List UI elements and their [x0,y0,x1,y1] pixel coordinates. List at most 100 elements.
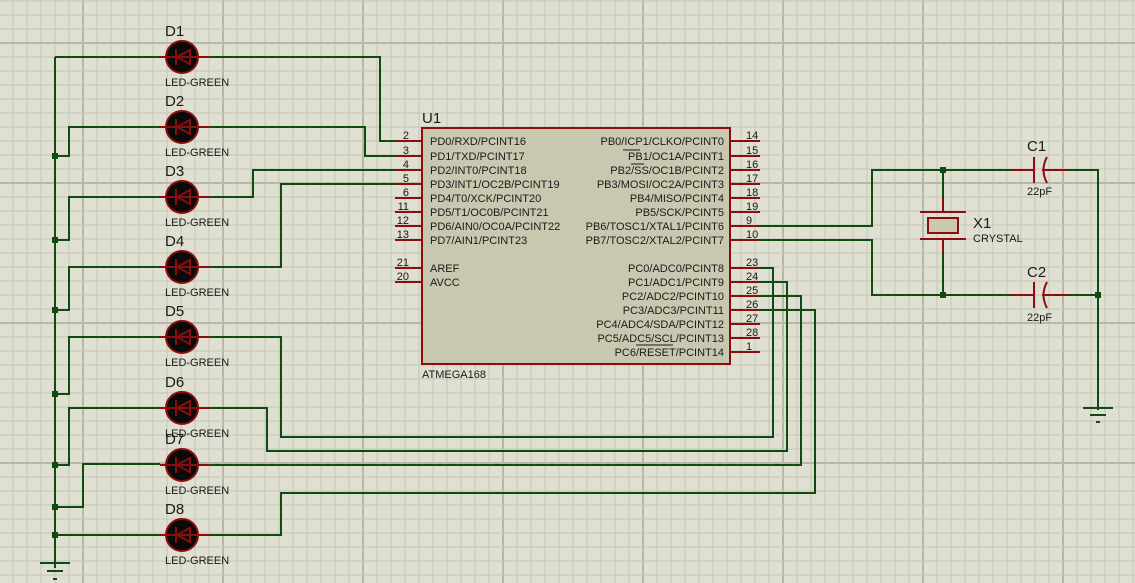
pin-name: PD7/AIN1/PCINT23 [430,235,527,247]
crystal-ref-label: X1 [973,215,991,232]
pin-name: PD5/T1/OC0B/PCINT21 [430,207,549,219]
crystal-x1[interactable]: X1 CRYSTAL [920,198,1023,254]
led-value-label: LED-GREEN [165,357,229,369]
pin-number: 12 [397,215,409,227]
pin-name: PB3/MOSI/OC2A/PCINT3 [597,179,724,191]
pin-number: 26 [746,299,758,311]
pin-number: 17 [746,173,758,185]
leds: D1LED-GREEND2LED-GREEND3LED-GREEND4LED-G… [160,23,229,567]
pin-name: AREF [430,263,460,275]
ground-symbol-left[interactable] [40,562,70,580]
crystal-value-label: CRYSTAL [973,233,1023,245]
wire-d8-pc3[interactable] [210,309,816,536]
led-ref-label: D5 [165,303,184,320]
pin-number: 1 [746,341,752,353]
junction-dot [52,153,58,159]
wire-d5-rail[interactable] [55,336,160,395]
led-ref-label: D2 [165,93,184,110]
wire-d3-rail[interactable] [55,196,160,241]
c1-ref-label: C1 [1027,138,1046,155]
led-value-label: LED-GREEN [165,147,229,159]
pin-number: 3 [403,145,409,157]
junction-dot [52,391,58,397]
wire-d6-pc1[interactable] [210,281,788,452]
diode-triangle-icon [174,118,191,136]
wire-d2-pd1[interactable] [210,126,395,157]
ground-symbol-right[interactable] [1083,407,1113,423]
pin-number: 15 [746,145,758,157]
wire-d4-pd3[interactable] [210,183,395,268]
capacitor-c1[interactable]: C1 22pF [1012,138,1068,198]
wire-d4-rail[interactable] [55,266,160,311]
pin-number: 10 [746,229,758,241]
led-ref-label: D4 [165,233,184,250]
diode-triangle-icon [174,456,191,474]
pin-number: 16 [746,159,758,171]
led-ref-label: D1 [165,23,184,40]
pin-name: PC1/ADC1/PCINT9 [628,277,724,289]
pin-name: PD0/RXD/PCINT16 [430,136,526,148]
pin-name: PD4/T0/XCK/PCINT20 [430,193,541,205]
wire-d6-rail[interactable] [55,407,160,466]
diode-triangle-icon [174,399,191,417]
led-value-label: LED-GREEN [165,428,229,440]
wire-d7-rail[interactable] [55,463,160,508]
c2-ref-label: C2 [1027,264,1046,281]
junction-dot [52,462,58,468]
pin-name: PD1/TXD/PCINT17 [430,151,525,163]
wire-d1-pd0[interactable] [210,56,395,142]
pin-number: 14 [746,130,758,142]
wire-d2-rail[interactable] [55,126,160,157]
led-ref-label: D7 [165,431,184,448]
wire-d7-pc2[interactable] [210,295,802,466]
pin-number: 20 [397,271,409,283]
wire-d5-pc0[interactable] [210,267,774,438]
mcu-body[interactable] [421,127,731,365]
pin-number: 13 [397,229,409,241]
capacitor-c2[interactable]: C2 22pF [1012,264,1068,324]
pin-name: PB6/TOSC1/XTAL1/PCINT6 [586,221,724,233]
wire-cap-gnd[interactable] [1068,169,1099,410]
junction-dot [940,167,946,173]
wire-d3-pd2[interactable] [210,169,395,198]
pin-number: 5 [403,173,409,185]
mcu-part-label: ATMEGA168 [422,369,486,381]
diode-triangle-icon [174,48,191,66]
pin-name: PD6/AIN0/OC0A/PCINT22 [430,221,560,233]
